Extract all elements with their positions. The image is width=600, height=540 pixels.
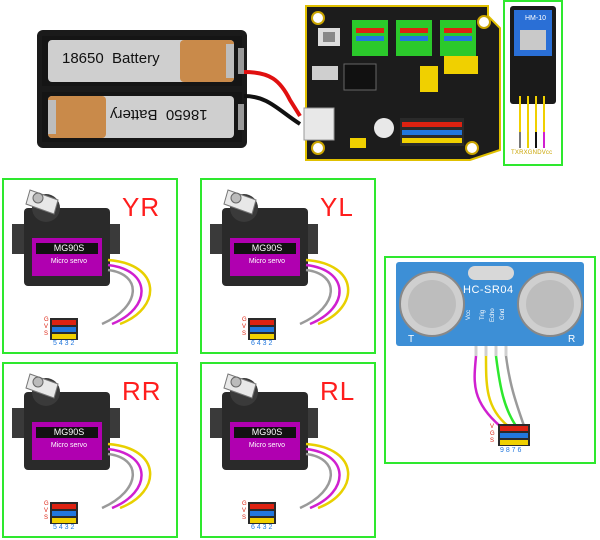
servo-wire-gray [299, 268, 332, 326]
board-pcb [305, 5, 501, 161]
servo-pin-numbers: 5 4 3 2 [53, 340, 75, 347]
servo-model: MG90S [53, 243, 85, 253]
sensor-corner-left: T [408, 334, 415, 345]
servo-pin-letter: V [44, 508, 49, 514]
servo-wire-purple [305, 263, 341, 326]
sensor-pin-echo: Echo [490, 308, 496, 322]
sensor-header-letter-v: V [490, 424, 495, 430]
sensor-header-numbers: 9 8 7 6 [500, 447, 522, 454]
servo-wire-yellow [305, 442, 350, 510]
servo-drawing [210, 189, 350, 340]
servo-wire-yellow [107, 442, 152, 510]
servo-wire-purple [107, 447, 143, 510]
servo-wire-yellow [305, 258, 350, 326]
servo-pin-letter: S [242, 515, 247, 521]
servo-subtitle: Micro servo [50, 258, 88, 265]
servo-pin-letter: S [44, 331, 49, 337]
servo-pin-letter: V [242, 324, 247, 330]
servo-pin-letter: S [44, 515, 49, 521]
servo-drawing [12, 189, 152, 340]
battery-wire-red [243, 70, 302, 118]
servo-model: MG90S [251, 243, 283, 253]
servo-model: MG90S [251, 427, 283, 437]
sensor-corner-right: R [568, 334, 576, 345]
servo-wire-yellow [107, 258, 152, 326]
servo-drawing [210, 373, 350, 524]
servo-wire-gray [299, 452, 332, 510]
servo-tab-left [12, 408, 26, 438]
sensor-pin-gnd: Gnd [500, 308, 506, 320]
servo-pin-letter: G [242, 317, 247, 323]
battery-label-top: 18650 Battery [62, 50, 160, 67]
sensor-header-letters: V G S [490, 424, 495, 445]
servo-pin-numbers: 6 4 3 2 [251, 340, 273, 347]
bluetooth-frame [503, 0, 563, 166]
servo-subtitle: Micro servo [248, 258, 286, 265]
servo-pin-numbers: 6 4 3 2 [251, 524, 273, 531]
servo-pin-letter: S [242, 331, 247, 337]
servo-pin-numbers: 5 4 3 2 [53, 524, 75, 531]
servo-subtitle: Micro servo [50, 442, 88, 449]
servo-tab-left [12, 224, 26, 254]
battery-label-bottom: 18650 Battery [110, 106, 208, 123]
servo-wire-gray [101, 452, 134, 510]
sensor-name: HC-SR04 [463, 284, 514, 296]
servo-pin-letter: G [242, 501, 247, 507]
servo-pin-letter: V [44, 324, 49, 330]
sensor-pin-trig: Trig [480, 309, 486, 320]
bluetooth-pins-label: TXRXGNDVcc [511, 150, 553, 156]
servo-pin-letter: G [44, 317, 49, 323]
bluetooth-name: HM-10 [525, 15, 547, 22]
servo-pin-letter: V [242, 508, 247, 514]
servo-tab-left [210, 224, 224, 254]
servo-tag: YR [122, 192, 161, 222]
servo-drawing [12, 373, 152, 524]
servo-tag: RL [320, 376, 356, 406]
battery-holder [37, 30, 247, 148]
sensor-pin-vcc: Vcc [466, 309, 472, 320]
power-connector [303, 107, 335, 141]
servo-pin-letter: G [44, 501, 49, 507]
battery-wire-black [243, 94, 302, 126]
servo-wire-purple [305, 447, 341, 510]
servo-wire-gray [101, 268, 134, 326]
servo-tag: YL [320, 192, 354, 222]
servo-model: MG90S [53, 427, 85, 437]
servo-subtitle: Micro servo [248, 442, 286, 449]
servo-tag: RR [122, 376, 162, 406]
servo-tab-left [210, 408, 224, 438]
servo-wire-purple [107, 263, 143, 326]
sensor-header-letter-g: G [490, 431, 495, 437]
ultrasonic-frame [384, 256, 596, 464]
sensor-header-letter-s: S [490, 438, 495, 444]
